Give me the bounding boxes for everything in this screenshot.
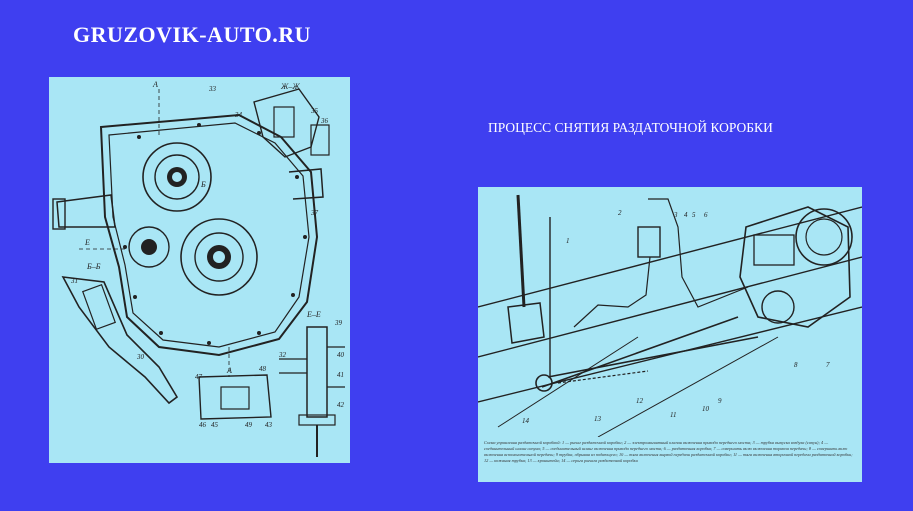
callout-36: 36: [320, 117, 329, 125]
callout-5: 5: [692, 211, 696, 219]
callout-6: 6: [704, 211, 708, 219]
section-label-a-bottom: А: [226, 366, 232, 375]
site-title: GRUZOVIK-AUTO.RU: [73, 22, 312, 47]
callout-3: 3: [673, 211, 678, 219]
section-heading: ПРОЦЕСС СНЯТИЯ РАЗДАТОЧНОЙ КОРОБКИ: [488, 120, 773, 135]
callout-7: 7: [826, 361, 830, 369]
callout-10: 10: [702, 405, 710, 413]
callout-35: 35: [310, 107, 319, 115]
figure-caption: Схема управления раздаточной коробкой: 1…: [484, 440, 853, 463]
callout-37: 37: [310, 209, 319, 217]
callout-14: 14: [522, 417, 530, 425]
callout-48: 48: [259, 365, 267, 373]
callout-40: 40: [337, 351, 345, 359]
callout-34: 34: [234, 111, 243, 119]
callout-4: 4: [684, 211, 688, 219]
section-label-b: Б: [200, 180, 206, 189]
callout-42: 42: [337, 401, 345, 409]
section-label-e: Е: [84, 238, 90, 247]
callout-13: 13: [594, 415, 602, 423]
callout-31: 31: [70, 277, 78, 285]
callout-8: 8: [794, 361, 798, 369]
callout-1: 1: [566, 237, 570, 245]
section-label-bb: Б–Б: [86, 262, 101, 271]
control-scheme-drawing-svg: 2 3 4 5 6 1 8 9 10 11 12 13 14 7: [478, 194, 862, 437]
section-label-zh: Ж–Ж: [280, 82, 300, 91]
callout-2: 2: [618, 209, 622, 217]
callout-12: 12: [636, 397, 644, 405]
callout-46: 46: [199, 421, 207, 429]
callout-41: 41: [337, 371, 344, 379]
transfer-case-drawing: Ж–Ж Б–Б Е–Е А А Е Б 33 34 35 36 37 31 30…: [49, 77, 350, 463]
section-label-ee: Е–Е: [306, 310, 321, 319]
section-label-a-top: А: [152, 80, 158, 89]
callout-47: 47: [195, 373, 203, 381]
callout-49: 49: [245, 421, 253, 429]
callout-32: 32: [278, 351, 287, 359]
callout-45: 45: [211, 421, 219, 429]
control-scheme-drawing: 2 3 4 5 6 1 8 9 10 11 12 13 14 7: [478, 187, 862, 482]
callout-43: 43: [265, 421, 273, 429]
transfer-case-drawing-svg: Ж–Ж Б–Б Е–Е А А Е Б 33 34 35 36 37 31 30…: [52, 80, 345, 457]
callout-30: 30: [136, 353, 145, 361]
callout-9: 9: [718, 397, 722, 405]
callout-33: 33: [208, 85, 217, 93]
callout-11: 11: [670, 411, 676, 419]
callout-39: 39: [334, 319, 343, 327]
